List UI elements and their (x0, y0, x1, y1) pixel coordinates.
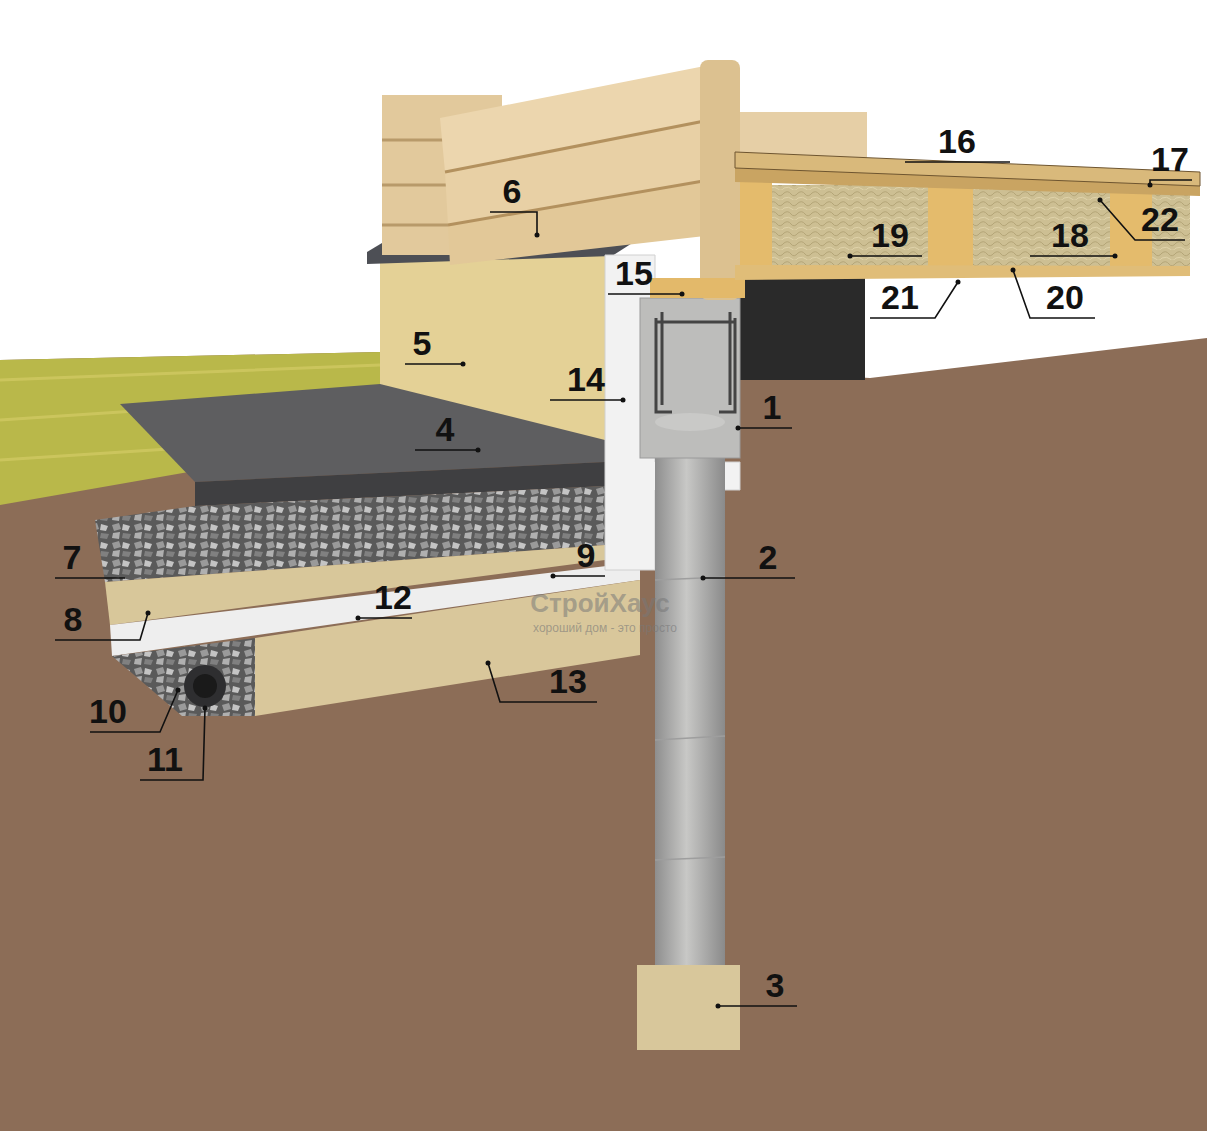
callout-number: 20 (1046, 280, 1084, 314)
callout-number: 12 (374, 580, 412, 614)
drain-pipe-hole (193, 674, 217, 698)
callout-number: 16 (938, 124, 976, 158)
drain-pipe (184, 665, 226, 707)
callout-number: 9 (577, 538, 596, 572)
watermark: СтройХаус (530, 590, 669, 616)
soil (0, 338, 1207, 1131)
leader-dots (146, 183, 1153, 1009)
log-end (700, 60, 740, 300)
callout-number: 6 (503, 174, 522, 208)
callout-number: 7 (63, 540, 82, 574)
log-grooves (445, 115, 738, 225)
joist (740, 175, 772, 270)
ceiling-board (735, 265, 1190, 280)
log (448, 175, 740, 265)
callout-number: 1 (763, 390, 782, 424)
watermark: хороший дом - это просто (533, 622, 677, 634)
sill-beam (650, 278, 745, 298)
callout-number: 5 (413, 326, 432, 360)
callout-number: 18 (1051, 218, 1089, 252)
pile (655, 418, 725, 983)
callout-number: 3 (766, 968, 785, 1002)
joist (928, 178, 973, 270)
callout-number: 4 (436, 412, 455, 446)
callout-number: 15 (615, 256, 653, 290)
callout-number: 2 (759, 540, 778, 574)
callout-number: 22 (1141, 202, 1179, 236)
callout-number: 14 (567, 362, 605, 396)
drain-gravel (112, 638, 255, 716)
leader-lines (55, 162, 1192, 1006)
pile-top (655, 413, 725, 431)
pile-joints (655, 577, 725, 860)
callout-number: 11 (147, 742, 183, 776)
callout-number: 13 (549, 664, 587, 698)
callout-number: 21 (881, 280, 919, 314)
callout-number: 17 (1151, 142, 1189, 176)
grillage (640, 298, 740, 458)
sand-base (637, 965, 740, 1050)
callout-number: 8 (64, 602, 83, 636)
rebar (656, 312, 735, 412)
plinth-shadow (735, 270, 865, 380)
callout-number: 10 (89, 694, 127, 728)
callout-number: 19 (871, 218, 909, 252)
